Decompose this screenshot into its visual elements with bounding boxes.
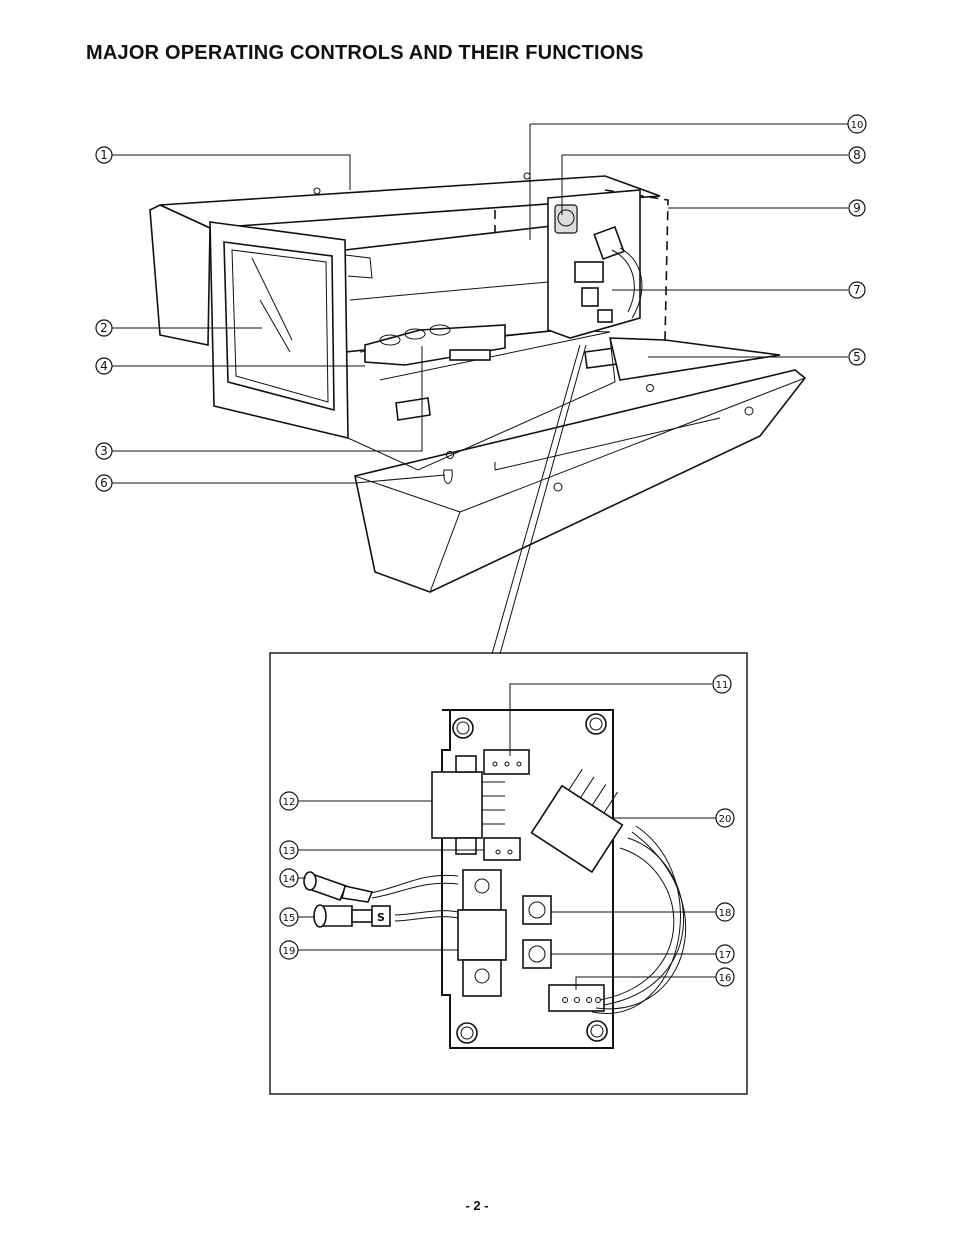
svg-text:20: 20 xyxy=(719,814,732,825)
callout-20: 20 xyxy=(715,808,735,828)
svg-text:2: 2 xyxy=(100,321,108,335)
svg-text:10: 10 xyxy=(851,120,864,131)
callout-6: 6 xyxy=(95,474,113,492)
callout-12: 12 xyxy=(279,791,299,811)
page-title: MAJOR OPERATING CONTROLS AND THEIR FUNCT… xyxy=(86,42,644,64)
svg-text:9: 9 xyxy=(853,201,861,215)
callout-13: 13 xyxy=(279,840,299,860)
pcb-board: S xyxy=(303,709,687,1049)
svg-text:8: 8 xyxy=(853,148,861,162)
svg-text:12: 12 xyxy=(283,797,296,808)
callout-15: 15 xyxy=(279,907,299,927)
callout-16: 16 xyxy=(715,967,735,987)
svg-text:19: 19 xyxy=(283,946,296,957)
svg-text:14: 14 xyxy=(283,874,296,885)
camera-housing xyxy=(149,172,807,655)
svg-text:15: 15 xyxy=(283,913,296,924)
svg-text:5: 5 xyxy=(853,350,861,364)
leader-lines-housing xyxy=(112,123,848,484)
callout-18: 18 xyxy=(715,902,735,922)
callout-11: 11 xyxy=(712,674,732,694)
callout-10: 10 xyxy=(847,114,867,134)
connector-s-label: S xyxy=(377,911,385,924)
detail-box xyxy=(269,652,748,1095)
callout-8: 8 xyxy=(848,146,866,164)
svg-text:17: 17 xyxy=(719,950,732,961)
callout-4: 4 xyxy=(95,357,113,375)
page-number: - 2 - xyxy=(465,1198,489,1213)
svg-text:7: 7 xyxy=(853,283,861,297)
callout-17: 17 xyxy=(715,944,735,964)
callout-19: 19 xyxy=(279,940,299,960)
callout-3: 3 xyxy=(95,442,113,460)
callout-5: 5 xyxy=(848,348,866,366)
svg-text:1: 1 xyxy=(100,148,108,162)
svg-text:6: 6 xyxy=(100,476,108,490)
svg-text:13: 13 xyxy=(283,846,296,857)
svg-text:4: 4 xyxy=(100,359,108,373)
callout-7: 7 xyxy=(848,281,866,299)
svg-text:3: 3 xyxy=(100,444,108,458)
callout-2: 2 xyxy=(95,319,113,337)
callout-9: 9 xyxy=(848,199,866,217)
svg-text:16: 16 xyxy=(719,973,732,984)
callout-14: 14 xyxy=(279,868,299,888)
svg-text:18: 18 xyxy=(719,908,732,919)
leader-lines-board xyxy=(298,683,716,990)
svg-text:11: 11 xyxy=(716,680,729,691)
callout-1: 1 xyxy=(95,146,113,164)
